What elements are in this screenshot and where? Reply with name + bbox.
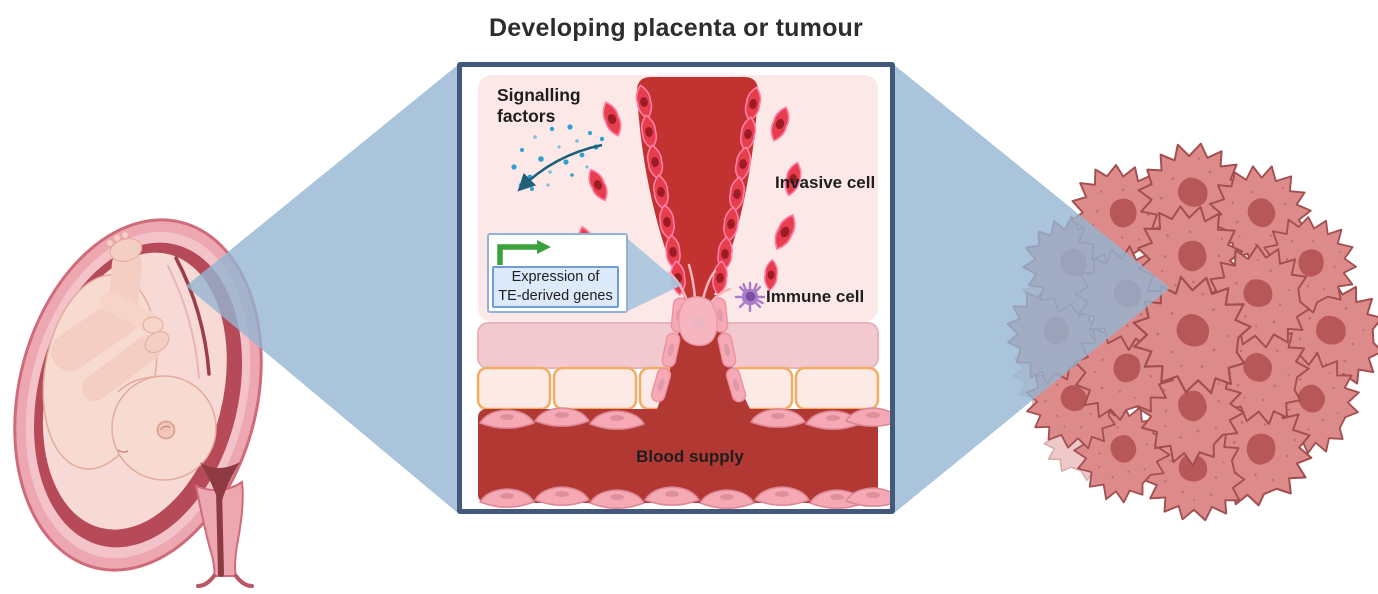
te-expression-text: Expression of TE-derived genes	[492, 266, 619, 308]
signalling-arrow-icon	[517, 143, 603, 192]
expression-callout-beam	[628, 239, 682, 311]
zoom-beam-right	[893, 64, 1170, 514]
te-expression-line1: Expression of	[511, 268, 600, 285]
te-expression-line2: TE-derived genes	[498, 288, 613, 304]
blood-supply-label: Blood supply	[636, 447, 744, 466]
invasive-cell-label: Invasive cell	[775, 173, 876, 192]
blood-supply-band	[478, 409, 878, 503]
zoom-beam-left	[186, 64, 459, 514]
fetus	[42, 232, 217, 481]
cervix	[194, 462, 254, 588]
immune-cell-label: Immune cell	[766, 287, 865, 306]
signalling-factors-label: Signalling factors	[497, 85, 581, 127]
fetus-in-womb-illustration	[13, 218, 263, 588]
placenta-tumour-panel: Signalling factors Invasive cell Immune …	[457, 62, 895, 514]
immune-cell-icon	[734, 281, 766, 313]
te-expression-box: Expression of TE-derived genes	[487, 233, 628, 313]
diagram-title: Developing placenta or tumour	[489, 14, 863, 42]
promoter-arrow-icon	[497, 240, 551, 265]
